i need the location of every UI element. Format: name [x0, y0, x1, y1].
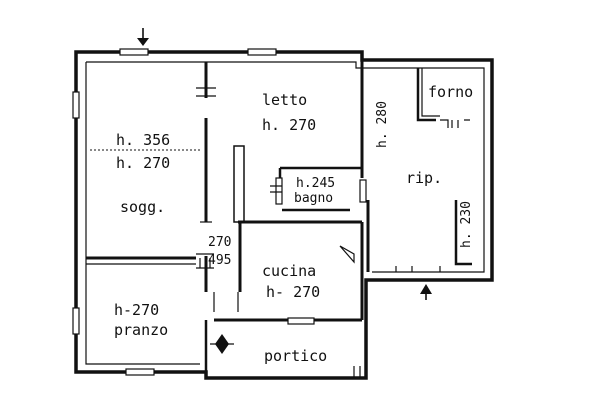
- passage-dimension-top: 270: [208, 235, 231, 250]
- room-cucina-height: h- 270: [266, 283, 320, 301]
- exterior-walls: [74, 50, 494, 380]
- window: [125, 368, 155, 376]
- window: [275, 177, 283, 205]
- room-bagno-height: h.245: [296, 176, 335, 191]
- room-ripostiglio-height-right: h. 230: [459, 201, 474, 248]
- room-cucina-name: cucina: [262, 262, 316, 280]
- room-bagno-name: bagno: [294, 191, 333, 206]
- room-soggiorno-height-lower: h. 270: [116, 154, 170, 172]
- door-marks: [196, 87, 470, 378]
- room-ripostiglio-height-left: h. 280: [375, 101, 390, 148]
- entrance-arrow-icon: [137, 28, 149, 46]
- room-forno-name: forno: [428, 83, 473, 101]
- entrance-arrow-icon: [420, 284, 432, 300]
- windows: [72, 48, 367, 376]
- window: [119, 48, 149, 56]
- room-portico-name: portico: [264, 347, 327, 365]
- passage-dimension-bottom: 495: [208, 253, 231, 268]
- compass-diamond-icon: [210, 334, 234, 354]
- room-soggiorno-name: sogg.: [120, 198, 165, 216]
- room-letto-name: letto: [262, 91, 307, 109]
- window: [359, 179, 367, 203]
- window: [247, 48, 277, 56]
- interior-walls: [86, 60, 472, 372]
- window: [72, 307, 80, 335]
- room-pranzo-name: pranzo: [114, 321, 168, 339]
- room-ripostiglio-name: rip.: [406, 169, 442, 187]
- room-letto-height: h. 270: [262, 116, 316, 134]
- window: [287, 317, 315, 325]
- room-soggiorno-height-upper: h. 356: [116, 131, 170, 149]
- window: [72, 91, 80, 119]
- room-pranzo-height: h-270: [114, 301, 159, 319]
